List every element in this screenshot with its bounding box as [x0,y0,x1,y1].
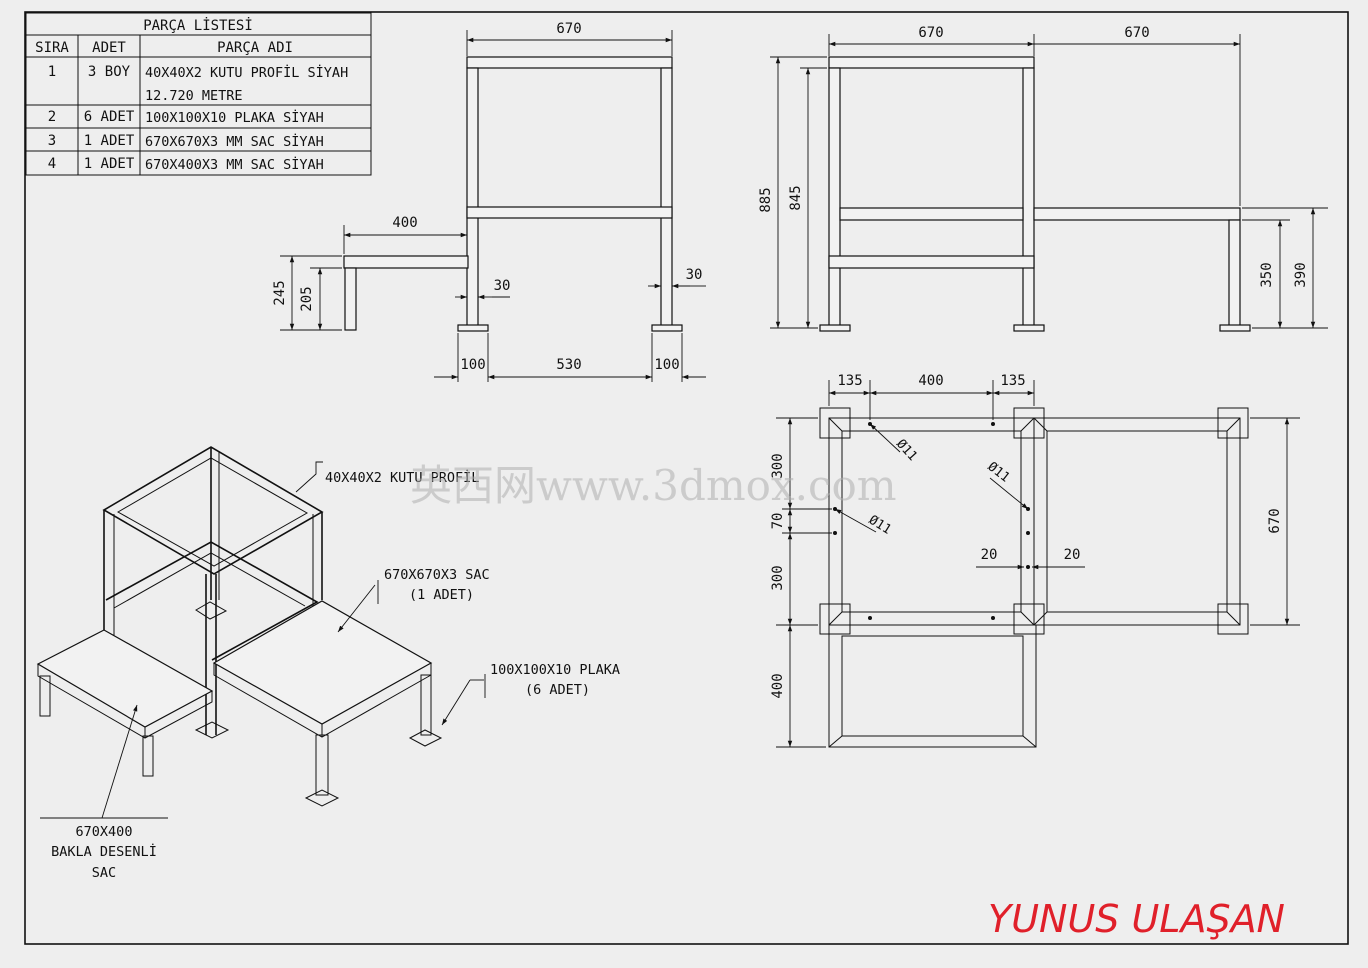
row4-qty: 1 ADET [84,156,135,172]
front-dim-100b: 100 [654,357,679,373]
iso-label-profile: 40X40X2 KUTU PROFİL [325,468,479,486]
watermark-text: 英西网www.3dmox.com [410,461,897,510]
side-view: 670 670 885 845 350 390 [758,25,1328,332]
row2-qty: 6 ADET [84,109,135,125]
front-dim-245: 245 [272,280,288,305]
iso-label-sheet2-line3: SAC [92,865,116,881]
row3-name: 670X670X3 MM SAC SİYAH [145,132,324,150]
side-dim-350: 350 [1259,262,1275,287]
col-header-adet: ADET [92,40,126,56]
iso-label-plate: 100X100X10 PLAKA [490,662,620,678]
iso-label-plate-qty: (6 ADET) [525,682,590,698]
side-dim-670b: 670 [1124,25,1149,41]
plan-dim-300b: 300 [770,565,786,590]
isometric-view: 40X40X2 KUTU PROFİL 670X670X3 SAC (1 ADE… [36,446,620,881]
plan-hole-label-1: Ø11 [893,437,920,464]
side-dim-885: 885 [758,187,774,212]
front-dim-30b: 30 [686,267,703,283]
iso-label-sheet1-qty: (1 ADET) [409,587,474,603]
plan-view: 135 400 135 300 70 300 400 670 20 20 Ø11… [770,373,1300,748]
plan-hole-label-2: Ø11 [985,459,1013,485]
plan-dim-135b: 135 [1000,373,1025,389]
parts-list-table: PARÇA LİSTESİ SIRA ADET PARÇA ADI 1 3 BO… [25,12,372,176]
side-dim-390: 390 [1293,262,1309,287]
row1-qty: 3 BOY [88,64,131,80]
front-dim-670: 670 [556,21,581,37]
parts-list-title: PARÇA LİSTESİ [143,16,253,34]
iso-label-sheet2-line1: 670X400 [76,824,133,840]
side-dim-670a: 670 [918,25,943,41]
side-dim-845: 845 [788,185,804,210]
row1-name: 40X40X2 KUTU PROFİL SİYAH [145,63,348,81]
front-dim-205: 205 [299,286,315,311]
front-dim-30a: 30 [494,278,511,294]
author-name: YUNUS ULAŞAN [988,897,1285,941]
front-view: 670 400 245 205 30 30 100 530 100 [272,21,706,382]
plan-dim-135a: 135 [837,373,862,389]
iso-label-sheet2-line2: BAKLA DESENLİ [51,842,157,860]
plan-dim-670: 670 [1267,508,1283,533]
col-header-sira: SIRA [35,40,69,56]
row3-qty: 1 ADET [84,133,135,149]
front-dim-530: 530 [556,357,581,373]
plan-dim-20b: 20 [1064,547,1081,563]
front-dim-400: 400 [392,215,417,231]
row4-no: 4 [48,156,56,172]
col-header-parca-adi: PARÇA ADI [217,40,293,56]
row2-name: 100X100X10 PLAKA SİYAH [145,108,324,126]
row2-no: 2 [48,109,56,125]
plan-dim-400v: 400 [770,673,786,698]
plan-dim-300a: 300 [770,453,786,478]
sheet-border [24,11,1349,945]
plan-hole-label-3: Ø11 [866,513,894,538]
row4-name: 670X400X3 MM SAC SİYAH [145,155,324,173]
plan-dim-400: 400 [918,373,943,389]
row1-name2: 12.720 METRE [145,88,243,104]
plan-dim-20a: 20 [981,547,998,563]
row1-no: 1 [48,64,56,80]
front-dim-100a: 100 [460,357,485,373]
plan-dim-70: 70 [770,513,786,530]
row3-no: 3 [48,133,56,149]
iso-label-sheet1: 670X670X3 SAC [384,567,490,583]
